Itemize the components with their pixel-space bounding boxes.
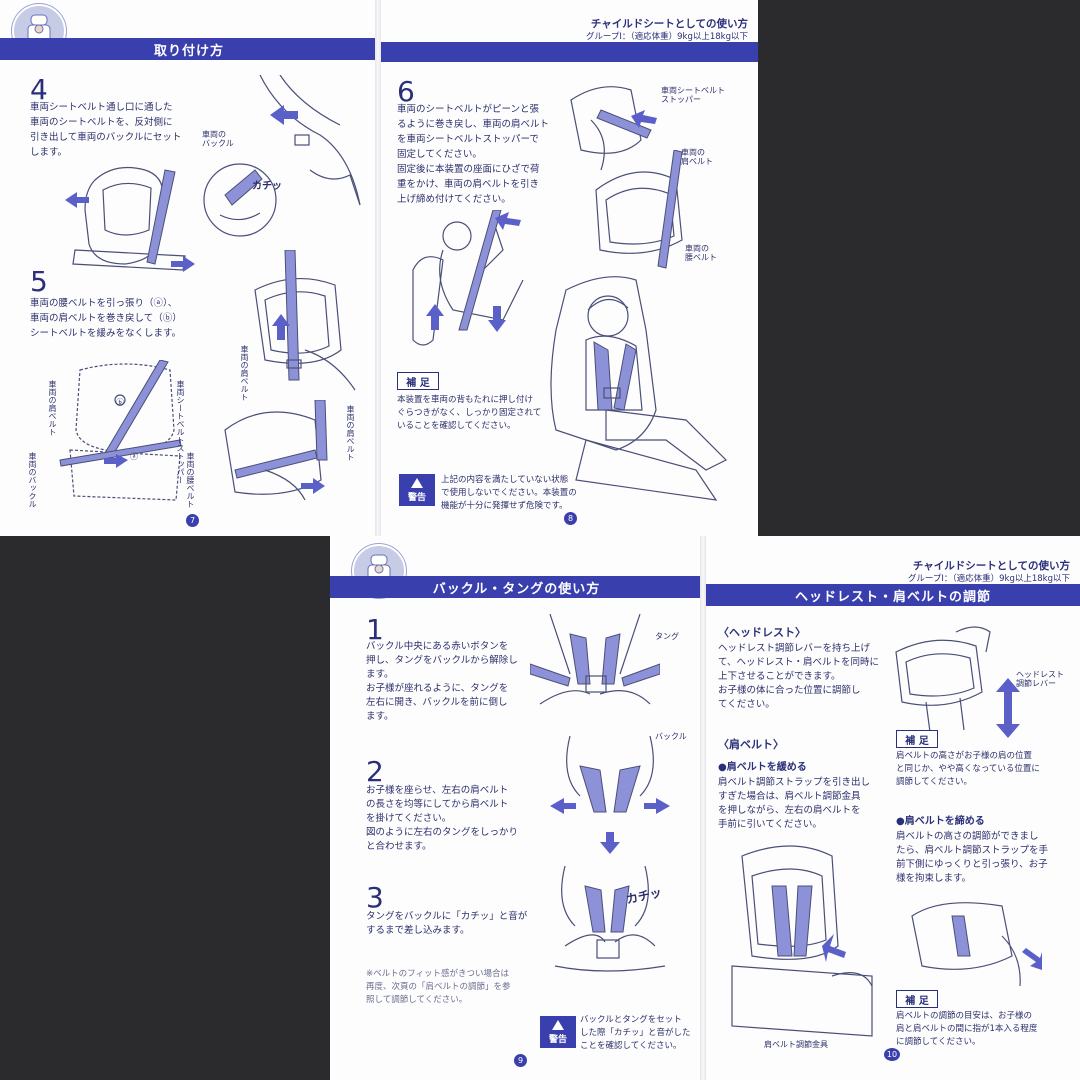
step-3-number: 3 [366, 881, 384, 914]
headrest-subheading: 〈ヘッドレスト〉 [718, 626, 806, 639]
usage-header-subtitle: グループⅠ：（適応体重）9kg以上18kg以下 [585, 32, 748, 42]
spread-gutter [375, 0, 381, 536]
label-a: ⓐ [130, 452, 138, 461]
page-8: チャイルドシートとしての使い方 グループⅠ：（適応体重）9kg以上18kg以下 … [381, 0, 758, 536]
belt-tension-diagram [59, 360, 182, 501]
step-5-text: 車両の腰ベルトを引っ張り（ⓐ）、 車両の肩ベルトを巻き戻して（ⓑ） シートベルト… [30, 298, 182, 339]
label-stopper: 車両シートベルト ストッパー [661, 86, 725, 104]
page-number-9: 9 [514, 1054, 527, 1067]
supplement-badge: 補 足 [397, 372, 439, 390]
page-10: チャイルドシートとしての使い方 グループⅠ：（適応体重）9kg以上18kg以下 … [706, 536, 1080, 1080]
label-headrest-lever: ヘッドレスト 調節レバー [1016, 670, 1064, 688]
usage-header-subtitle-bottom: グループⅠ：（適応体重）9kg以上18kg以下 [907, 574, 1070, 584]
label-seatbelt-stopper: 車両シートベルトストッパー [176, 380, 185, 484]
loosen-heading: ●肩ベルトを緩める [718, 762, 807, 773]
step-2-number: 2 [366, 755, 384, 788]
section-header-installation: 取り付け方 [0, 38, 378, 60]
fit-note: ※ベルトのフィット感がきつい場合は 再度、次頁の「肩ベルトの調節」を参 照して調… [366, 969, 511, 1005]
step-4-number: 4 [30, 73, 48, 106]
section-header-headrest-belt: ヘッドレスト・肩ベルトの調節 [706, 584, 1080, 606]
warning-text: 上記の内容を満たしていない状態 で使用しないでください。本装置の 機能が十分に発… [441, 475, 577, 511]
shoulder-lap-belt-illustration [595, 150, 683, 269]
warning-triangle-icon-bottom [552, 1019, 564, 1030]
warning-badge-label: 警告 [407, 492, 426, 503]
label-shoulder-belt-vertical-1: 車両の肩ベルト [240, 345, 249, 401]
step-1-text: バックル中央にある赤いボタンを 押し、タングをバックルから解除し ます。 お子様… [366, 641, 518, 722]
up-down-arrow-icon [996, 678, 1020, 738]
buckle-release-illustration [530, 614, 660, 705]
stopper-clamp-illustration [570, 86, 657, 171]
label-buckle: バックル [655, 732, 687, 741]
page-number-7: 7 [186, 514, 199, 527]
loosen-belt-illustration [731, 845, 873, 1037]
page-number-10: 10 [884, 1048, 900, 1061]
supplement-text-1: 肩ベルトの高さがお子様の肩の位置 と同じか、やや高くなっている位置に 調節してく… [896, 751, 1040, 787]
label-vehicle-buckle-vertical: 車両のバックル [28, 452, 37, 508]
step-6-number: 6 [397, 75, 415, 108]
step-5-number: 5 [30, 265, 48, 298]
usage-header-title-bottom: チャイルドシートとしての使い方 [912, 560, 1070, 572]
step-3-text: タングをバックルに「カチッ」と音が するまで差し込みます。 [366, 911, 528, 936]
supplement-text-2: 肩ベルトの調節の目安は、お子様の 肩と肩ベルトの間に指が1本入る程度 に調節して… [896, 1011, 1038, 1047]
step-6-text: 車両のシートベルトがピーンと張 るように巻き戻し、車両の肩ベルト を車両シートベ… [397, 104, 550, 205]
label-vehicle-shoulder-belt: 車両の肩ベルト [48, 380, 57, 436]
headrest-lever-illustration [895, 626, 991, 732]
step-2-text: お子様を座らせ、左右の肩ベルト の長さを均等にしてから肩ベルト を掛けてください… [366, 785, 519, 852]
tighten-belt-illustration [911, 902, 1042, 987]
child-in-seat-illustration [550, 276, 728, 501]
top-spread: 取り付け方 4 車両シートベルト通し口に通した 車両のシートベルトを、反対側に … [0, 0, 758, 536]
buckle-insert-illustration [203, 75, 361, 237]
headrest-text: ヘッドレスト調節レバーを持ち上げ て、ヘッドレスト・肩ベルトを同時に 上下させる… [718, 643, 880, 710]
label-belt-adjust-metal: 肩ベルト調節金具 [764, 1040, 828, 1049]
usage-header-title: チャイルドシートとしての使い方 [590, 18, 748, 30]
label-click: カチッ [252, 181, 282, 192]
warning-badge-bottom: 警告 [540, 1016, 576, 1048]
step-1-number: 1 [366, 613, 384, 646]
tongue-join-illustration [550, 736, 670, 854]
page-number-8: 8 [564, 512, 577, 525]
section-header-buckle-tongue: バックル・タングの使い方 [330, 576, 703, 598]
belt-pull-illustration [224, 400, 328, 501]
bottom-spread: バックル・タングの使い方 1 バックル中央にある赤いボタンを 押し、タングをバッ… [330, 536, 1080, 1080]
label-vehicle-lap-belt: 車両の腰ベルト [186, 452, 195, 508]
shoulder-belt-subheading: 〈肩ベルト〉 [718, 738, 784, 751]
page-7: 取り付け方 4 車両シートベルト通し口に通した 車両のシートベルトを、反対側に … [0, 0, 378, 536]
warning-triangle-icon [411, 477, 423, 488]
page-9: バックル・タングの使い方 1 バックル中央にある赤いボタンを 押し、タングをバッ… [330, 536, 703, 1080]
supplement-text: 本装置を車両の背もたれに押し付け ぐらつきがなく、しっかり固定されて いることを… [397, 395, 542, 431]
knee-pressure-illustration [412, 210, 524, 346]
spread-gutter-bottom [700, 536, 706, 1080]
label-tongue: タング [655, 632, 679, 641]
warning-badge-label-bottom: 警告 [548, 1034, 567, 1045]
top-right-band [381, 42, 758, 62]
label-lap-belt: 車両の 腰ベルト [685, 244, 717, 262]
seat-belt-routing-illustration [65, 167, 195, 272]
shoulder-belt-stopper-illustration [254, 250, 356, 391]
label-vehicle-buckle: 車両の バックル [202, 130, 234, 148]
step-4-text: 車両シートベルト通し口に通した 車両のシートベルトを、反対側に 引き出して車両の… [30, 102, 182, 158]
label-b: ⓑ [116, 398, 124, 407]
tongue-insert-illustration [554, 866, 666, 972]
tighten-text: 肩ベルトの高さの調節ができまし たら、肩ベルト調節ストラップを手 前下側にゆっく… [896, 831, 1049, 884]
supplement-badge-2: 補 足 [896, 990, 938, 1008]
label-shoulder-belt: 車両の 肩ベルト [681, 148, 713, 166]
warning-text-bottom: バックルとタングをセット した際「カチッ」と音がした ことを確認してください。 [580, 1015, 691, 1051]
loosen-text: 肩ベルト調節ストラップを引き出し すぎた場合は、肩ベルト調節金具 を押しながら、… [718, 777, 871, 830]
supplement-badge-1: 補 足 [896, 730, 938, 748]
tighten-heading: ●肩ベルトを締める [896, 816, 985, 827]
label-shoulder-belt-vertical-2: 車両の肩ベルト [346, 405, 355, 461]
warning-badge: 警告 [399, 474, 435, 506]
